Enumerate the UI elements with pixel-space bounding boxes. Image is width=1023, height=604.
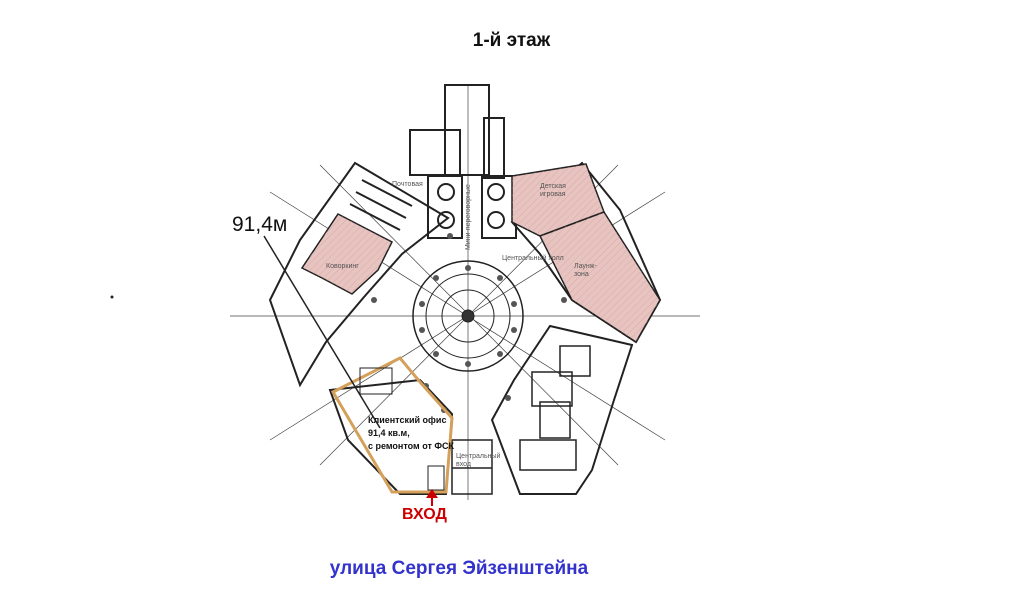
office-line-3: с ремонтом от ФСК xyxy=(368,441,455,451)
entrance-arrow-icon xyxy=(426,489,438,506)
client-office-outline xyxy=(330,356,454,494)
room-lounge-1: Лаунж- xyxy=(574,263,597,270)
area-label: 91,4м xyxy=(232,213,288,236)
office-line-2: 91,4 кв.м, xyxy=(368,428,410,438)
bottom-right-rooms xyxy=(519,345,591,471)
floor-title: 1-й этаж xyxy=(472,30,551,51)
office-line-1: Клиентский офис xyxy=(368,415,447,425)
room-kids-1: Детская xyxy=(540,183,566,190)
highlight-zones xyxy=(300,163,661,344)
room-coworking: Коворкинг xyxy=(326,263,359,270)
client-office-inner xyxy=(359,367,445,491)
room-hall: Центральный холл xyxy=(502,255,564,262)
room-meeting: Мини-переговорные xyxy=(465,184,472,250)
room-lounge-2: зона xyxy=(574,271,589,278)
room-entry-2: вход xyxy=(456,461,471,468)
area-leader-line xyxy=(263,235,381,429)
room-mail: Почтовая xyxy=(392,181,423,188)
central-entry xyxy=(451,439,493,495)
mail-shelves xyxy=(349,179,413,231)
room-kids-2: игровая xyxy=(540,191,566,198)
room-entry-1: Центральный xyxy=(456,453,501,460)
central-hall xyxy=(412,260,524,372)
entrance-label: ВХОД xyxy=(402,506,447,523)
client-office-label: Клиентский офис 91,4 кв.м, с ремонтом от… xyxy=(368,414,478,453)
street-label: улица Сергея Эйзенштейна xyxy=(329,558,589,579)
top-core xyxy=(409,84,517,239)
stray-dot xyxy=(110,295,114,299)
